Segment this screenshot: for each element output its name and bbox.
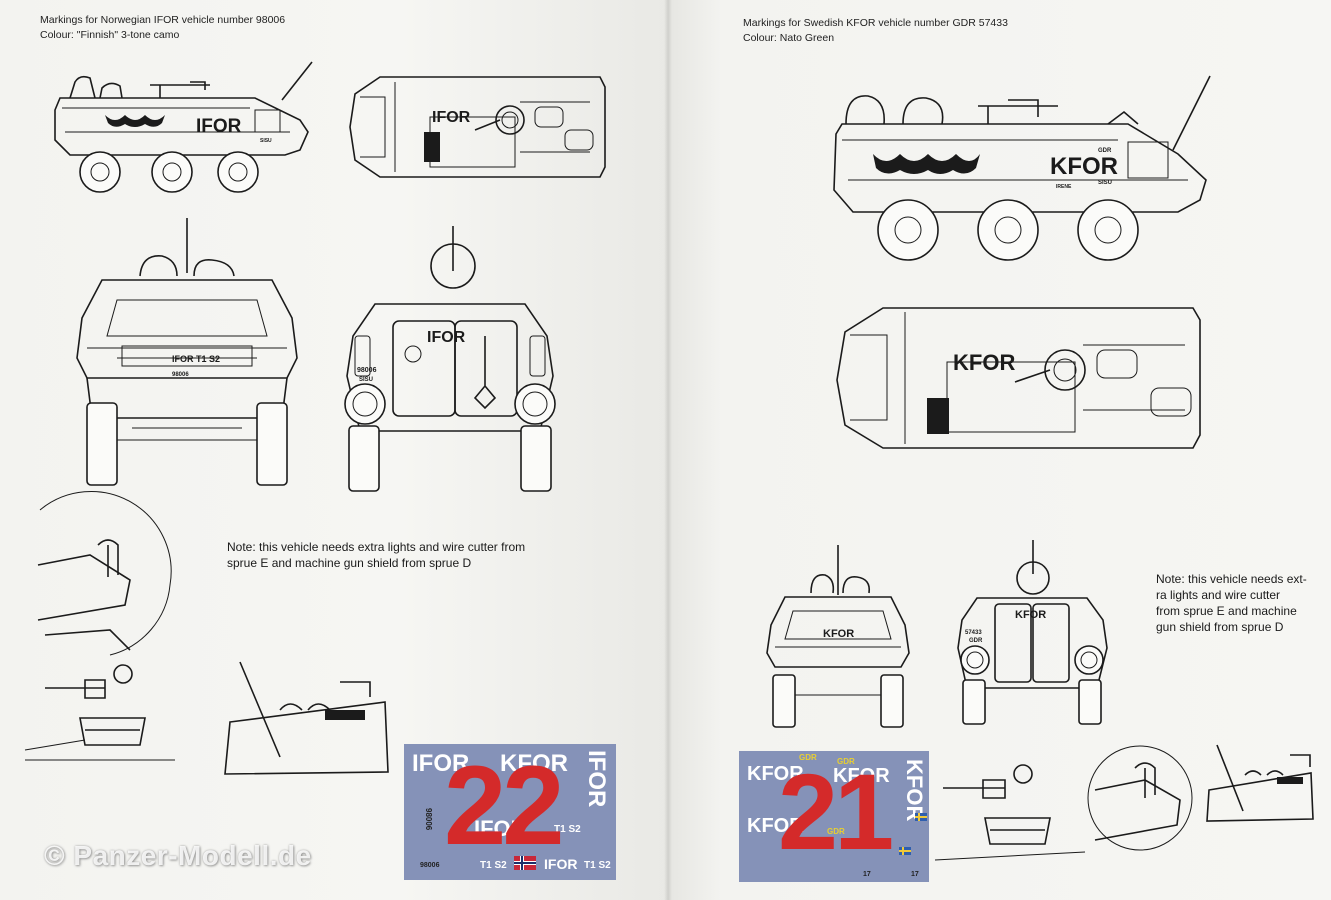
kfor-note: Note: this vehicle needs ext- ra lights … [1156,571,1307,635]
ifor-rear-number: 98006 [357,367,377,374]
kfor-side-irene: IRENE [1056,184,1072,190]
ifor-side-view: IFOR SISU [50,60,315,200]
ifor-front-view: IFOR T1 S2 98006 [72,218,304,493]
ifor-decal-text-1: IFOR [412,750,470,777]
kfor-decal-number: 21 [778,751,894,872]
kfor-decal-text-2: GDR [799,753,817,762]
kfor-note-line-3: from sprue E and machine [1156,604,1297,618]
kfor-decal-text-4: GDR [837,757,855,766]
ifor-decal-text-9: 98006 [424,808,433,831]
norway-flag-icon [514,856,536,870]
kfor-decal-text-7: GDR [827,827,845,836]
ifor-decal-text-4: IFOR [474,816,527,841]
right-header-colour: Colour: Nato Green [743,32,835,44]
ifor-detail-gun [25,660,175,765]
kfor-decal-text-1: KFOR [747,763,804,785]
kfor-note-line-2: ra lights and wire cutter [1156,588,1281,602]
kfor-top-view: KFOR [835,300,1207,465]
right-header: Markings for Swedish KFOR vehicle number… [743,16,1008,46]
kfor-front-marking: KFOR [823,628,854,640]
kfor-side-sisu: SISU [1098,180,1112,186]
ifor-decal-text-6: IFOR [544,856,578,872]
kfor-decal-text-9: 17 [911,871,919,878]
ifor-decal-text-3: IFOR [583,750,610,808]
right-header-title: Markings for Swedish KFOR vehicle number… [743,17,1008,29]
ifor-side-small: SISU [260,138,272,144]
kfor-top-marking: KFOR [953,350,1015,375]
ifor-top-marking: IFOR [432,109,471,126]
ifor-front-number: 98006 [172,372,189,378]
kfor-detail-gun [935,760,1085,865]
ifor-detail-roof [220,662,390,777]
kfor-side-marking: KFOR [1050,153,1118,180]
kfor-side-gdr: GDR [1098,148,1112,154]
ifor-decal-text-5: T1 S2 [554,824,581,835]
page-crease [664,0,672,900]
kfor-decal-text-8: 17 [863,871,871,878]
ifor-note: Note: this vehicle needs extra lights an… [227,539,525,571]
kfor-decal-text-5: KFOR [902,759,927,822]
ifor-decal-text-10: 98006 [420,862,440,869]
left-header-title: Markings for Norwegian IFOR vehicle numb… [40,14,286,26]
ifor-note-line-2: sprue E and machine gun shield from spru… [227,556,472,570]
kfor-decal-sheet: KFOR GDR KFOR GDR KFOR KFOR GDR 17 17 [739,751,929,882]
ifor-top-view: IFOR [350,72,610,187]
ifor-rear-view: IFOR 98006 SISU [335,226,567,496]
ifor-decal-text-7: T1 S2 [584,860,611,871]
kfor-decal-text-6: KFOR [747,815,804,837]
kfor-note-line-1: Note: this vehicle needs ext- [1156,572,1307,586]
ifor-rear-marking: IFOR [427,329,466,346]
sweden-flag-icon [915,813,927,821]
right-page [668,0,1331,900]
ifor-side-marking: IFOR [196,116,242,137]
ifor-decal-text-2: KFOR [500,750,568,777]
ifor-note-line-1: Note: this vehicle needs extra lights an… [227,540,526,554]
ifor-detail-circle [30,505,175,660]
ifor-decal-number: 22 [444,743,565,868]
ifor-rear-small: SISU [359,377,373,383]
kfor-front-view: KFOR [763,545,913,730]
kfor-detail-roof [1205,745,1315,823]
kfor-rear-view: KFOR 57433 GDR [955,540,1110,730]
kfor-detail-circle [1085,740,1195,858]
kfor-decal-text-3: KFOR [833,765,890,787]
kfor-side-view: KFOR GDR IRENE SISU [828,72,1213,272]
watermark: © Panzer-Modell.de [44,840,312,871]
kfor-rear-marking: KFOR [1015,609,1046,621]
kfor-rear-gdr: GDR [969,638,983,644]
left-header-colour: Colour: "Finnish" 3-tone camo [40,29,180,41]
sweden-flag-icon-2 [899,847,911,855]
ifor-decal-text-8: T1 S2 [480,860,507,871]
ifor-decal-sheet: IFOR KFOR IFOR IFOR T1 S2 IFOR T1 S2 T1 … [404,744,616,880]
kfor-rear-number: 57433 [965,630,982,636]
left-header: Markings for Norwegian IFOR vehicle numb… [40,13,285,43]
kfor-note-line-4: gun shield from sprue D [1156,620,1284,634]
ifor-front-plate: IFOR T1 S2 [172,354,220,364]
